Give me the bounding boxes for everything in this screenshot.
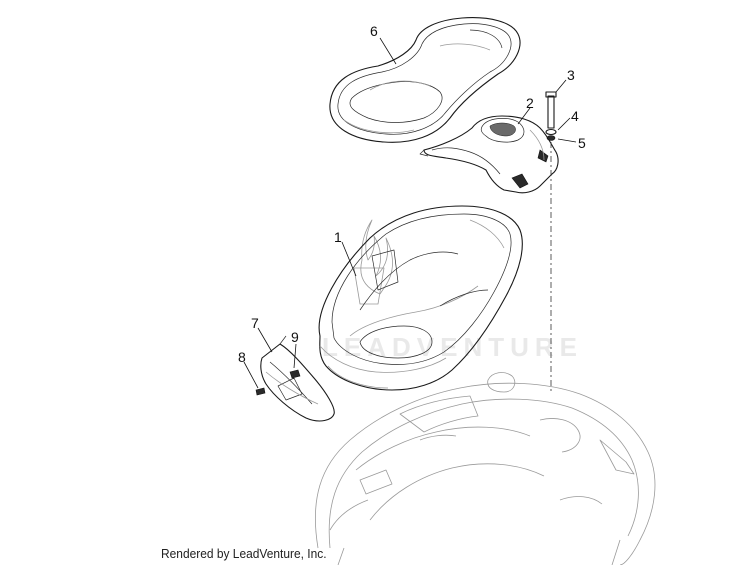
part-8-screw xyxy=(255,387,266,396)
part-3-screw xyxy=(545,91,557,129)
callout-4: 4 xyxy=(571,108,579,124)
scooter-body-frame xyxy=(315,372,656,565)
part-6-seat-tray xyxy=(329,17,521,143)
callout-6: 6 xyxy=(370,23,378,39)
callouts: 6 2 3 4 5 1 7 8 9 xyxy=(238,23,586,365)
part-9-clip xyxy=(289,369,301,379)
callout-8: 8 xyxy=(238,349,246,365)
part-4-washer xyxy=(545,128,557,136)
callout-3: 3 xyxy=(567,67,575,83)
callout-1: 1 xyxy=(334,229,342,245)
part-7-cover xyxy=(260,335,335,422)
part-5-nut xyxy=(546,135,556,141)
callout-9: 9 xyxy=(291,329,299,345)
watermark-text: LEADVENTURE xyxy=(322,332,583,362)
leader-lines xyxy=(243,37,577,389)
part-2-bracket xyxy=(419,115,559,194)
part-1-helmet-bin xyxy=(318,205,523,391)
callout-7: 7 xyxy=(251,315,259,331)
callout-2: 2 xyxy=(526,95,534,111)
footer-credit: Rendered by LeadVenture, Inc. xyxy=(161,546,327,561)
callout-5: 5 xyxy=(578,135,586,151)
